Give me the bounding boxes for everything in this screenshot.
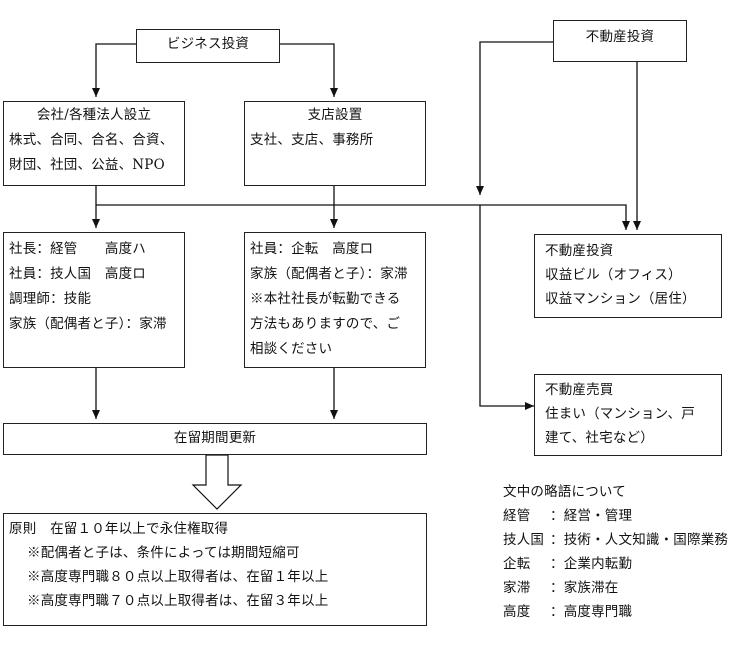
realestate-trade-line-1: 住まい（マンション、戸 xyxy=(545,406,695,422)
corp-staff-line-3: 調理師：技能 xyxy=(9,291,92,307)
glossary-key-4: 家滞 xyxy=(503,580,531,596)
hollow-arrow-to-permanent xyxy=(191,454,243,510)
corporation-box xyxy=(3,101,185,186)
glossary-val-2: ：技術・人文知識・国際業務 xyxy=(550,532,729,548)
line-business-to-realestate xyxy=(96,204,630,230)
permanent-line-1: 原則 在留１０年以上で永住権取得 xyxy=(9,521,229,537)
branch-staff-line-3: ※本社社長が転勤できる xyxy=(250,291,401,307)
corp-staff-line-2: 社員：技人国 高度ロ xyxy=(9,266,146,282)
branch-staff-line-4: 方法もありますので、ご xyxy=(250,316,401,332)
glossary-key-3: 企転 xyxy=(503,556,531,572)
permanent-line-3: ※高度専門職８０点以上取得者は、在留１年以上 xyxy=(27,569,329,585)
realestate-investment-box xyxy=(553,20,687,62)
glossary-val-5: ：高度専門職 xyxy=(550,604,633,620)
glossary-title: 文中の略語について xyxy=(503,484,626,500)
realestate-investment-title: 不動産投資 xyxy=(585,29,655,45)
branch-staff-line-5: 相談ください xyxy=(250,341,333,357)
glossary-key-1: 経管 xyxy=(503,508,531,524)
arrow-to-trade xyxy=(479,205,534,410)
corp-staff-line-4: 家族（配偶者と子）：家滞 xyxy=(9,316,167,332)
branch-title: 支店設置 xyxy=(307,107,363,123)
business-investment-title: ビジネス投資 xyxy=(166,36,250,52)
glossary-key-2: 技人国 xyxy=(503,532,545,548)
realestate-detail-title: 不動産投資 xyxy=(545,243,614,259)
arrow-business-to-corp xyxy=(92,43,136,97)
realestate-detail-box xyxy=(534,234,722,318)
glossary-val-3: ：企業内転勤 xyxy=(550,556,633,572)
corporation-types-1: 株式、合同、合名、合資、 xyxy=(9,132,174,148)
corporation-types-2: 財団、社団、公益、NPO xyxy=(9,157,165,173)
branch-box xyxy=(244,101,426,186)
branch-staff-line-2: 家族（配偶者と子）：家滞 xyxy=(250,266,408,282)
branch-staff-line-1: 社員：企転 高度ロ xyxy=(250,241,374,257)
realestate-detail-line-1: 収益ビル（オフィス） xyxy=(545,267,682,283)
line-realestate-left xyxy=(476,41,553,195)
branch-staff-box xyxy=(244,232,426,368)
realestate-trade-title: 不動産売買 xyxy=(545,382,614,398)
realestate-trade-box xyxy=(534,374,722,456)
glossary-val-4: ：家族滞在 xyxy=(550,580,619,596)
glossary-key-5: 高度 xyxy=(503,604,531,620)
corporation-title: 会社/各種法人設立 xyxy=(36,107,152,123)
permanent-line-2: ※配偶者と子は、条件によっては期間短縮可 xyxy=(27,545,300,561)
arrow-business-to-branch xyxy=(280,43,338,97)
realestate-detail-line-2: 収益マンション（居住） xyxy=(545,291,696,307)
renewal-title: 在留期間更新 xyxy=(173,430,257,446)
glossary-val-1: ：経営・管理 xyxy=(550,508,633,524)
business-investment-box xyxy=(136,29,280,63)
realestate-trade-line-2: 建て、社宅など） xyxy=(545,430,654,446)
branch-types: 支社、支店、事務所 xyxy=(250,132,374,148)
permanent-line-4: ※高度専門職７０点以上取得者は、在留３年以上 xyxy=(27,593,329,609)
renewal-box xyxy=(3,423,427,455)
permanent-residency-box xyxy=(3,513,427,626)
corp-staff-line-1: 社長：経管 高度ハ xyxy=(9,241,146,257)
corporation-staff-box xyxy=(3,232,185,368)
